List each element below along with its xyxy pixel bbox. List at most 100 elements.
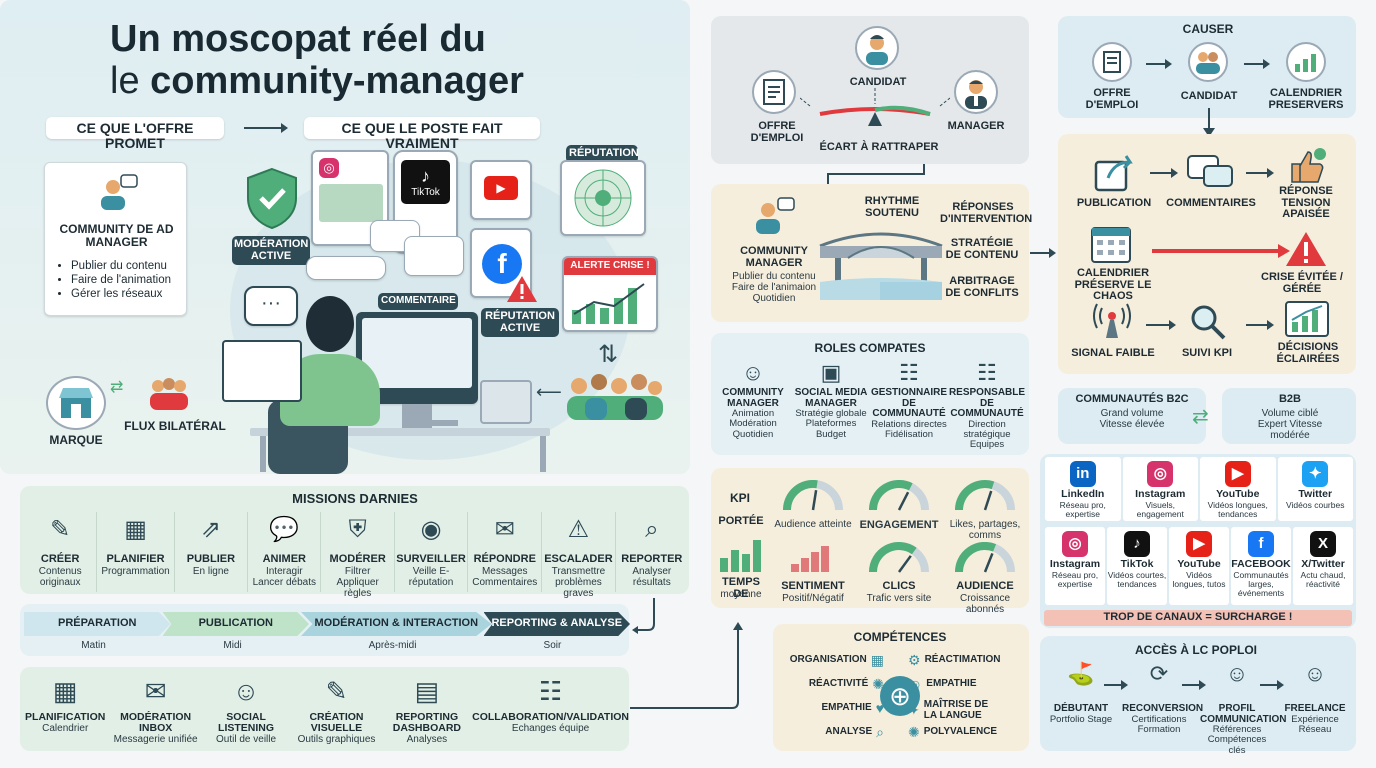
skill-icon: ♥	[875, 700, 884, 716]
tool-sub: Outils graphiques	[297, 734, 376, 746]
access-arrow	[1182, 680, 1206, 690]
moderation-badge: MODÉRATION ACTIVE	[232, 236, 310, 266]
network-name: X/Twitter	[1301, 558, 1345, 570]
document-icon	[752, 70, 796, 114]
crisis-arrow	[1152, 249, 1280, 253]
network-name: Twitter	[1298, 488, 1333, 500]
timeline-time: Matin	[81, 640, 106, 651]
skill-label: RÉACTIVITÉ	[808, 678, 869, 690]
kpi-item: ENGAGEMENT	[856, 479, 942, 540]
kpi-title: Audience atteinte	[774, 519, 852, 530]
timeline-phase: REPORTING & ANALYSE	[483, 612, 631, 636]
b2c-title: COMMUNAUTÉS B2C	[1075, 393, 1189, 405]
reality-label: CE QUE LE POSTE FAIT VRAIMENT	[304, 117, 540, 150]
candidat-avatar	[855, 26, 899, 70]
kpi-gauge	[955, 480, 1015, 511]
mission-sub: Contenus originaux	[38, 565, 82, 588]
tiktok-logo: ♪TikTok	[401, 160, 450, 204]
bridge-cm-title: COMMUNITY MANAGER	[740, 245, 808, 269]
mission-icon: ✎	[50, 516, 71, 543]
person-head	[306, 296, 354, 352]
candidat-label: CANDIDAT	[849, 76, 907, 88]
temps-label: TEMPS DE	[722, 576, 760, 600]
antenna-icon	[1092, 300, 1132, 340]
kpi-gauge	[869, 542, 929, 573]
arbitrage-label: ARBITRAGE DE CONFLITS	[945, 275, 1019, 299]
skill-label: MAÎTRISE DE LA LANGUE	[923, 699, 989, 721]
kpi-item: Likes, partages, comms	[942, 480, 1028, 541]
causer-candidat: CANDIDAT	[1180, 90, 1238, 102]
skill-item: ⚙RÉACTIMATION	[908, 652, 1000, 669]
access-arrow	[1260, 680, 1284, 690]
network-name: Instagram	[1135, 488, 1186, 500]
promise-label: CE QUE L'OFFRE PROMET	[46, 117, 224, 150]
skill-label: POLYVALENCE	[923, 726, 998, 738]
warning-icon	[1284, 230, 1328, 268]
b2c-panel	[1058, 388, 1206, 444]
skill-item: EMPATHIE♥	[822, 700, 885, 716]
role-title: COMMUNITY MANAGER	[722, 387, 784, 409]
flow-arrow-2	[1246, 168, 1274, 178]
flow-suivi: SUIVI KPI	[1181, 347, 1233, 359]
promise-arrow	[244, 123, 288, 133]
role-icon: ☺	[741, 360, 765, 385]
crisis-alert: ALERTE CRISE !	[564, 258, 656, 275]
audience-crowd	[565, 372, 665, 422]
mission-icon: ⇗	[200, 516, 221, 543]
access-sub: Certifications Formation	[1131, 713, 1187, 735]
kpi-title: CLICS	[882, 580, 916, 592]
access-icon: ⛳	[1067, 661, 1095, 686]
user-chat-icon	[95, 173, 139, 213]
access-title: FREELANCE	[1284, 703, 1346, 714]
access-icon: ☺	[1303, 661, 1327, 686]
network-icon: in	[1069, 461, 1096, 487]
strategie-label: STRATÉGIE DE CONTENU	[945, 237, 1019, 261]
network-sub: Réseau pro, expertise	[1059, 499, 1106, 519]
skill-item: ☺EMPATHIE	[908, 676, 1000, 692]
tool-title: MODÉRATION INBOX	[120, 711, 192, 735]
tool-icon: ✎	[325, 676, 348, 706]
b2c-sub: Grand volume Vitesse élevée	[1099, 408, 1165, 430]
thumbs-up-icon	[1286, 146, 1330, 186]
mission-title: ANIMER	[262, 553, 306, 565]
people-group-icon	[148, 376, 190, 412]
page-title: Un moscopat réel du le community-manager	[110, 18, 524, 102]
timeline-time: Midi	[223, 640, 242, 651]
network-icon: f	[1248, 531, 1274, 557]
publish-icon	[1092, 152, 1138, 194]
tool-sub: Analyses	[406, 734, 448, 746]
mission-icon: 💬	[269, 516, 300, 543]
tool-sub: Echanges équipe	[511, 723, 590, 735]
cm-title: COMMUNITY DE AD MANAGER	[59, 222, 174, 249]
mission-icon: ⛨	[348, 516, 367, 543]
kpi-title: Likes, partages, comms	[949, 519, 1021, 541]
skill-icon: ✺	[908, 724, 920, 740]
network-sub: Vidéos courtes, tendances	[1107, 569, 1167, 589]
calendar-icon	[1090, 222, 1132, 264]
causer-title: CAUSER	[1182, 22, 1234, 36]
kpi-title: ENGAGEMENT	[859, 519, 939, 531]
tool-icon: ▦	[52, 676, 78, 706]
reputation-active-badge: RÉPUTATION ACTIVE	[481, 308, 559, 338]
bars-icon	[720, 540, 761, 572]
flow-arrow-1	[1150, 168, 1178, 178]
role-sub: Direction stratégique Equipes	[963, 418, 1011, 451]
kpi-sub: Positif/Négatif	[782, 592, 844, 604]
access-sub: Portfolio Stage	[1049, 713, 1113, 725]
missions-title: MISSIONS DARNIES	[292, 491, 418, 506]
tool-icon: ☷	[538, 676, 563, 706]
tools-panel	[20, 667, 629, 751]
